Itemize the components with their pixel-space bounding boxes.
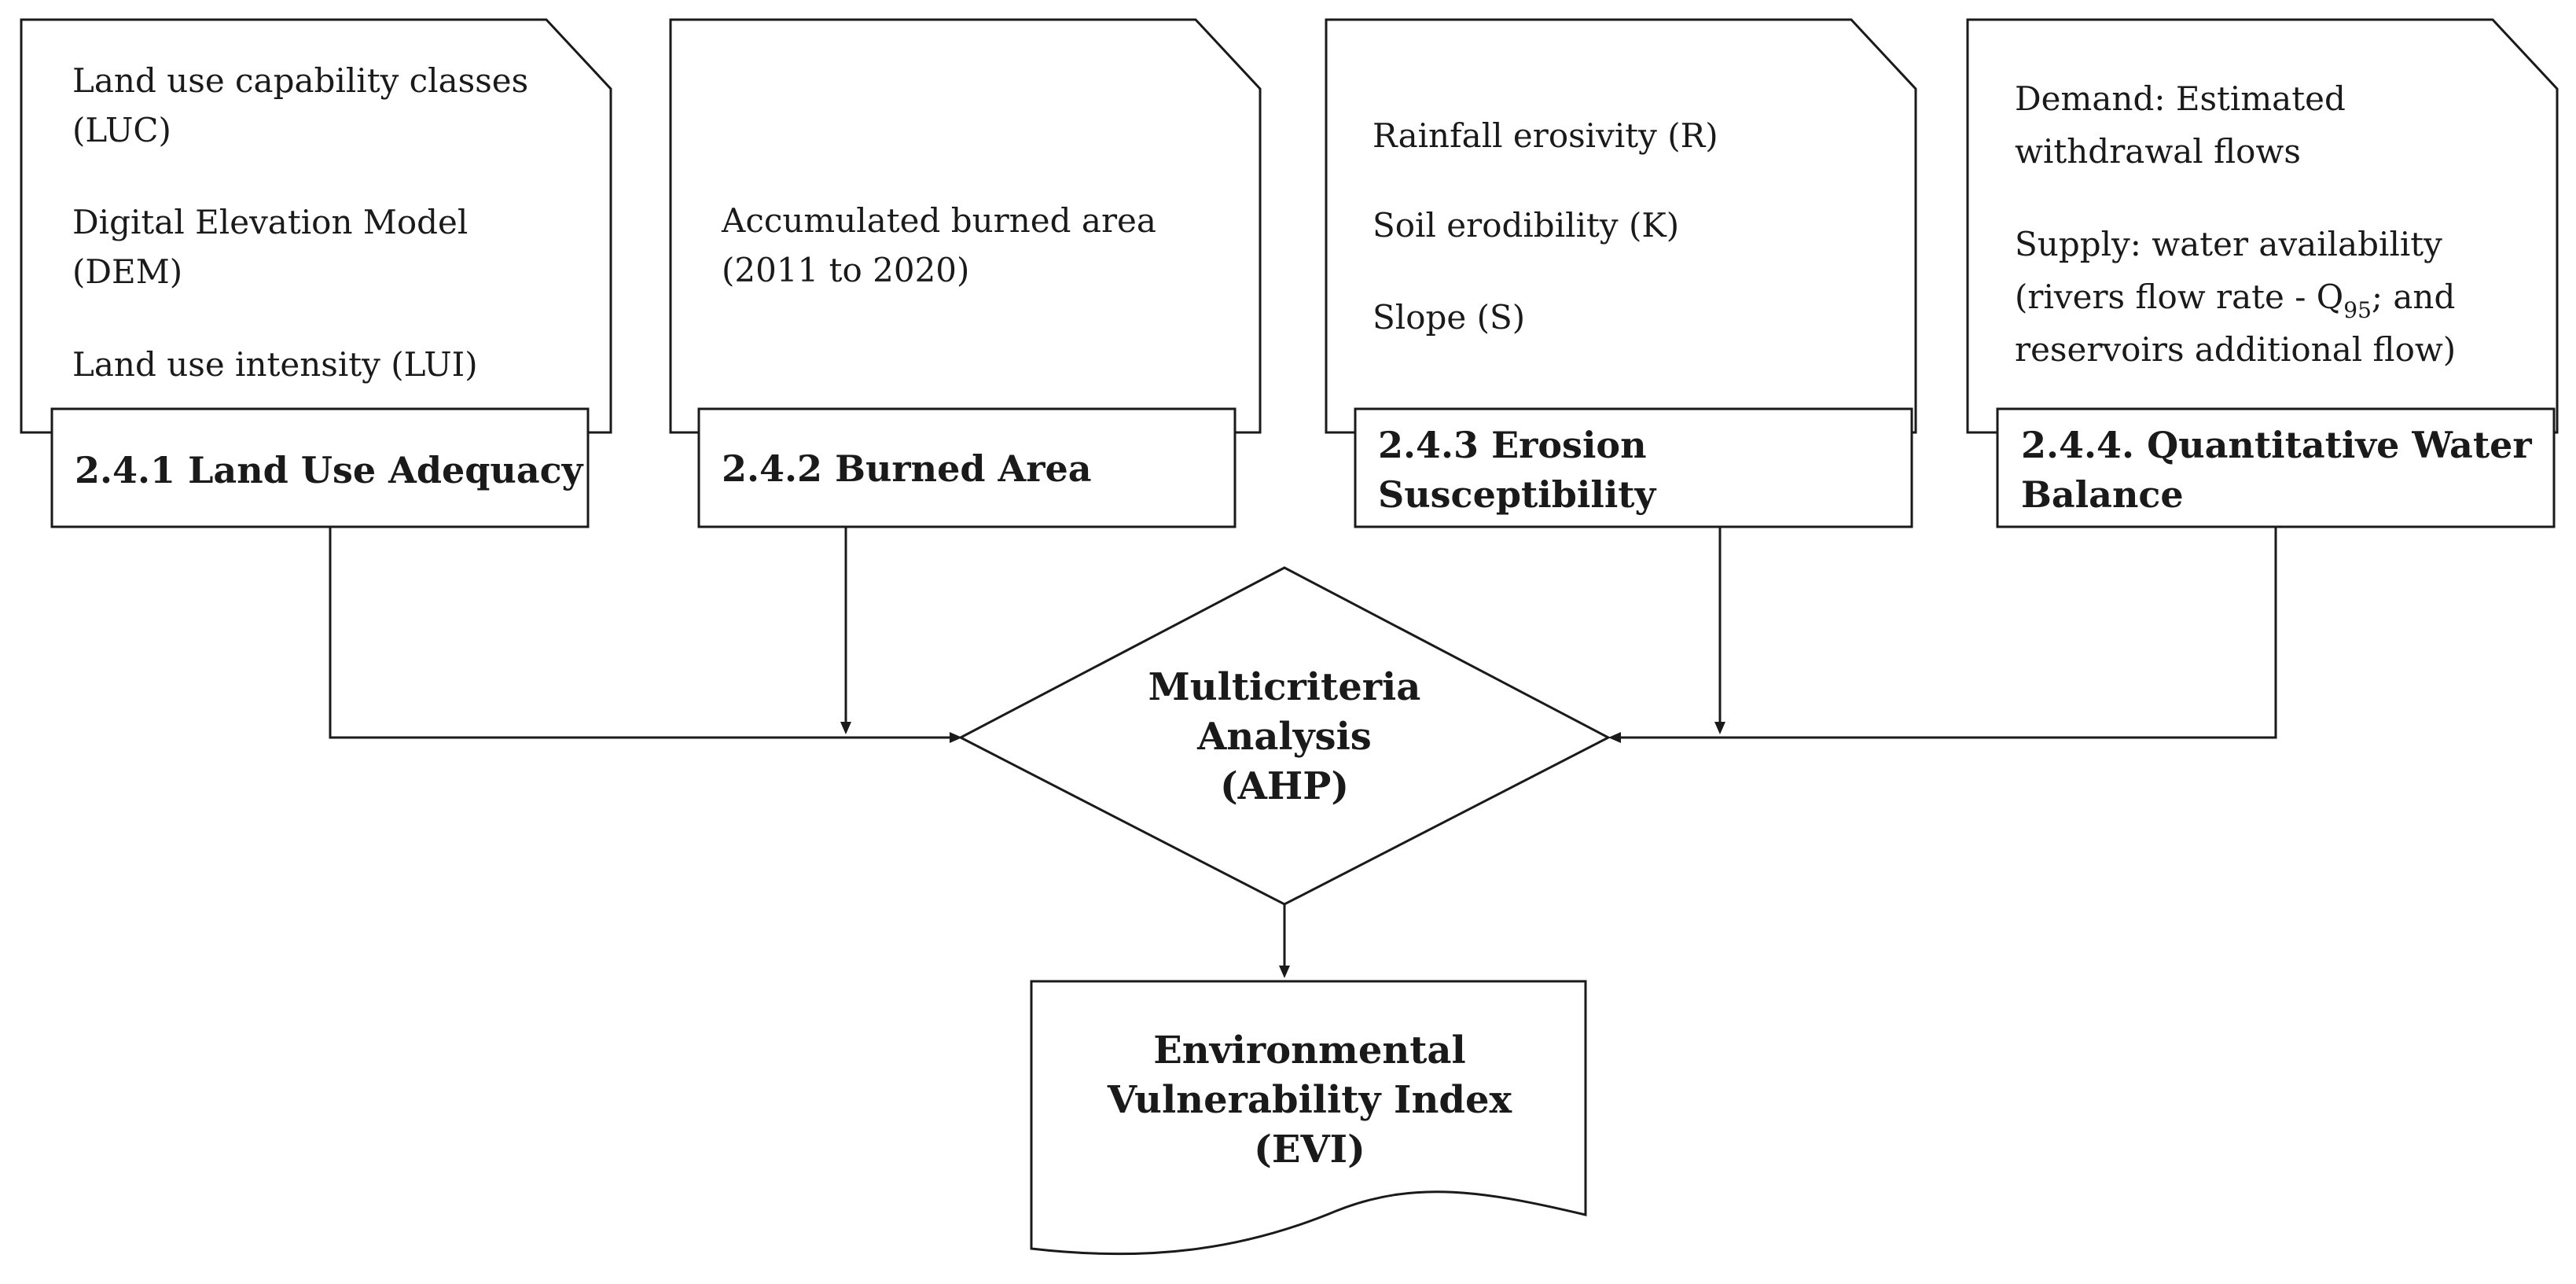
input-text-withdrawal-flows: withdrawal flows [2015, 132, 2301, 171]
arrowhead-burned-area-to-ahp [840, 722, 851, 734]
input-text-slope: Slope (S) [1373, 298, 1525, 337]
criterion-title-burned-area: 2.4.2 Burned Area [722, 447, 1092, 490]
evi-label-line-2: Vulnerability Index [1107, 1078, 1512, 1122]
input-text-reservoirs: reservoirs additional flow) [2015, 330, 2456, 369]
criterion-box-burned-area [697, 407, 1237, 528]
input-text-supply: Supply: water availability [2015, 225, 2442, 263]
ahp-label-line-3: (AHP) [1220, 764, 1349, 808]
input-text-dem-abbr: (DEM) [72, 252, 182, 291]
ahp-label-line-2: Analysis [1196, 715, 1372, 759]
input-text-luc: Land use capability classes [72, 61, 528, 100]
output-environmental-vulnerability-index: Environmental Vulnerability Index (EVI) [1030, 980, 1587, 1256]
criterion-box-water-balance [1996, 407, 2556, 528]
criterion-title-land-use-adequacy: 2.4.1 Land Use Adequacy [75, 449, 584, 491]
input-text-dem: Digital Elevation Model [72, 203, 468, 241]
input-text-rivers-flow-rate: (rivers flow rate - Q95; and [2015, 278, 2455, 323]
document-card-burned-area-inputs [669, 18, 1262, 434]
arrowhead-erosion-to-ahp [1714, 722, 1725, 734]
input-text-luc-abbr: (LUC) [72, 111, 171, 149]
arrowhead-land-use-to-ahp [950, 732, 962, 743]
arrowhead-ahp-to-evi [1279, 966, 1290, 978]
q95-subscript: 95 [2343, 297, 2372, 323]
criterion-title-water-balance-line-1: 2.4.4. Quantitative Water [2021, 424, 2532, 466]
input-text-soil-erodibility: Soil erodibility (K) [1373, 206, 1679, 245]
document-card-erosion-inputs [1325, 18, 1917, 434]
criterion-title-erosion-line-1: 2.4.3 Erosion [1378, 424, 1647, 466]
decision-multicriteria-analysis: Multicriteria Analysis (AHP) [957, 566, 1611, 906]
rivers-flow-rate-suffix: ; and [2372, 278, 2455, 316]
arrowhead-water-balance-to-ahp [1608, 732, 1621, 743]
input-group-land-use-adequacy: Land use capability classes (LUC) Digita… [20, 18, 612, 528]
input-text-rainfall-erosivity: Rainfall erosivity (R) [1373, 116, 1718, 155]
criterion-title-erosion-line-2: Susceptibility [1378, 473, 1657, 516]
input-group-water-balance: Demand: Estimated withdrawal flows Suppl… [1966, 18, 2559, 528]
document-shape-evi [1030, 980, 1587, 1256]
input-text-demand: Demand: Estimated [2015, 79, 2346, 118]
evi-label-line-3: (EVI) [1254, 1128, 1365, 1172]
criterion-box-land-use-adequacy [50, 407, 590, 528]
input-text-burned-area-years: (2011 to 2020) [722, 251, 969, 289]
document-card-land-use-inputs [20, 18, 612, 434]
criterion-box-erosion-susceptibility [1354, 407, 1913, 528]
input-group-erosion-susceptibility: Rainfall erosivity (R) Soil erodibility … [1325, 18, 1917, 528]
document-card-water-balance-inputs [1966, 18, 2559, 434]
ahp-label-line-1: Multicriteria [1148, 665, 1421, 709]
input-text-burned-area: Accumulated burned area [721, 201, 1156, 240]
connector-land-use-to-ahp [329, 527, 957, 739]
rivers-flow-rate-text: (rivers flow rate - Q [2015, 278, 2343, 316]
decision-diamond-ahp [957, 566, 1611, 906]
connectors [329, 527, 2277, 978]
evi-label-line-1: Environmental [1153, 1028, 1466, 1072]
input-group-burned-area: Accumulated burned area (2011 to 2020) 2… [669, 18, 1262, 528]
criterion-title-water-balance-line-2: Balance [2021, 473, 2184, 516]
connector-water-balance-to-ahp [1613, 527, 2277, 739]
input-text-lui: Land use intensity (LUI) [72, 345, 478, 384]
